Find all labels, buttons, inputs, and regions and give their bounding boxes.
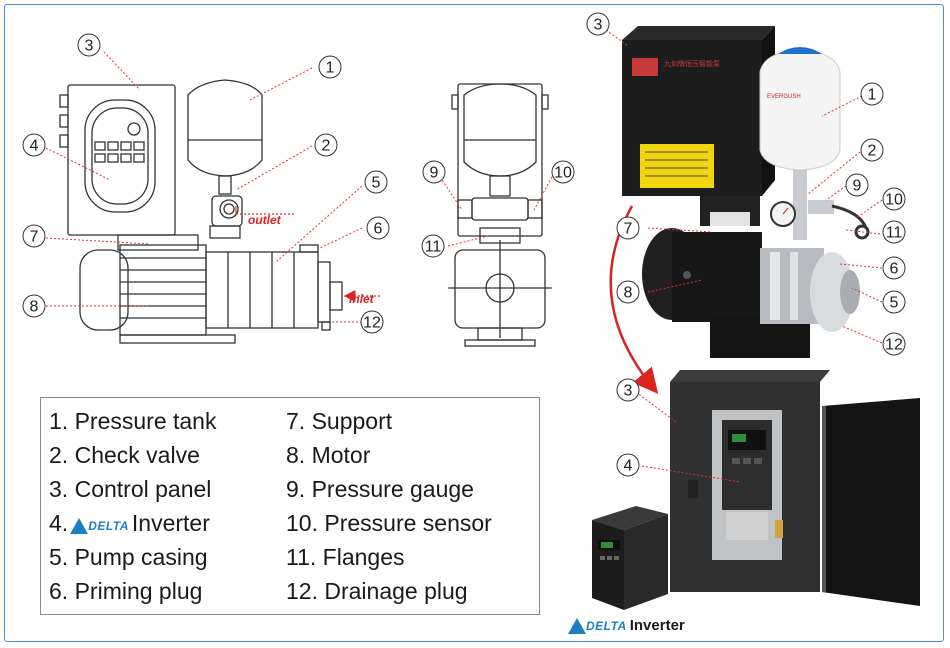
callout-3: 3	[616, 378, 640, 402]
callout-10: 10	[551, 160, 575, 184]
callout-12: 12	[882, 332, 906, 356]
svg-text:8: 8	[30, 299, 39, 316]
callout-7: 7	[22, 224, 46, 248]
callout-8: 8	[22, 294, 46, 318]
svg-text:9: 9	[430, 165, 439, 182]
callout-1: 1	[860, 82, 884, 106]
callout-3: 3	[586, 12, 610, 36]
cabinet-leaders	[635, 391, 741, 483]
legend-item-support: 7. Support	[286, 408, 393, 434]
callout-9: 9	[422, 160, 446, 184]
callout-12: 12	[360, 310, 384, 334]
svg-text:10: 10	[554, 165, 572, 182]
svg-text:11: 11	[425, 239, 442, 256]
callout-11: 11	[882, 220, 906, 244]
cabinet-photo	[670, 370, 920, 606]
svg-text:8: 8	[624, 285, 633, 302]
inlet-label: Inlet	[349, 292, 375, 306]
callout-5: 5	[882, 290, 906, 314]
callout-9: 9	[845, 173, 869, 197]
legend-column-right: 7. Support 8. Motor 9. Pressure gauge 10…	[286, 404, 492, 608]
svg-text:1: 1	[868, 87, 877, 104]
inverter-photo	[592, 506, 668, 610]
callout-4: 4	[616, 453, 640, 477]
callout-2: 2	[314, 133, 338, 157]
delta-triangle-icon	[70, 517, 89, 534]
pump-photo: 九如牌恒压智能泵 EVERGUSH	[622, 26, 870, 358]
svg-text:4: 4	[30, 138, 39, 155]
legend-item-control-panel: 3. Control panel	[49, 476, 212, 502]
callout-2: 2	[860, 138, 884, 162]
legend-item-pressure-tank: 1. Pressure tank	[49, 408, 217, 434]
legend-box: 1. Pressure tank 2. Check valve 3. Contr…	[40, 397, 540, 615]
callout-1: 1	[318, 55, 342, 79]
legend-column-left: 1. Pressure tank 2. Check valve 3. Contr…	[49, 404, 216, 608]
svg-text:6: 6	[890, 261, 899, 278]
legend-item-check-valve: 2. Check valve	[49, 442, 200, 468]
panel-header-text: 九如牌恒压智能泵	[664, 59, 720, 68]
callout-4: 4	[22, 133, 46, 157]
svg-text:9: 9	[853, 178, 862, 195]
svg-text:5: 5	[890, 295, 899, 312]
photo-leaders	[605, 29, 883, 344]
svg-text:6: 6	[374, 221, 383, 238]
legend-item-pressure-gauge: 9. Pressure gauge	[286, 476, 474, 502]
legend-item-priming-plug: 6. Priming plug	[49, 578, 203, 604]
svg-text:5: 5	[372, 175, 381, 192]
side-view-drawing	[59, 79, 343, 344]
legend-item-pressure-sensor: 10. Pressure sensor	[286, 510, 492, 536]
callout-7: 7	[616, 216, 640, 240]
callout-5: 5	[364, 170, 388, 194]
drawing-leaders	[45, 51, 553, 323]
svg-text:12: 12	[363, 315, 381, 332]
callout-10: 10	[882, 187, 906, 211]
svg-text:10: 10	[885, 192, 903, 209]
svg-text:12: 12	[885, 337, 903, 354]
svg-text:3: 3	[85, 38, 94, 55]
delta-logo: DELTA	[70, 507, 129, 543]
svg-text:1: 1	[326, 60, 335, 77]
svg-text:3: 3	[594, 17, 603, 34]
legend-item-drainage-plug: 12. Drainage plug	[286, 578, 468, 604]
svg-text:2: 2	[868, 143, 877, 160]
svg-text:7: 7	[30, 229, 39, 246]
svg-text:7: 7	[624, 221, 633, 238]
callout-3: 3	[77, 33, 101, 57]
callout-6: 6	[366, 216, 390, 240]
callout-6: 6	[882, 256, 906, 280]
legend-item-flanges: 11. Flanges	[286, 544, 405, 570]
bottom-delta-logo: DELTA	[568, 617, 627, 634]
svg-text:2: 2	[322, 138, 331, 155]
front-view-drawing	[448, 83, 552, 347]
outlet-label: outlet	[248, 213, 282, 227]
outer-frame	[4, 4, 944, 642]
callout-8: 8	[616, 280, 640, 304]
svg-text:3: 3	[624, 383, 633, 400]
svg-text:11: 11	[886, 225, 903, 242]
svg-text:4: 4	[624, 458, 633, 475]
legend-item-pump-casing: 5. Pump casing	[49, 544, 208, 570]
legend-item-motor: 8. Motor	[286, 442, 371, 468]
bottom-delta-triangle-icon	[568, 617, 586, 634]
callout-11: 11	[421, 234, 445, 258]
flow-arrows	[235, 206, 380, 302]
tank-brand-text: EVERGUSH	[767, 94, 801, 100]
